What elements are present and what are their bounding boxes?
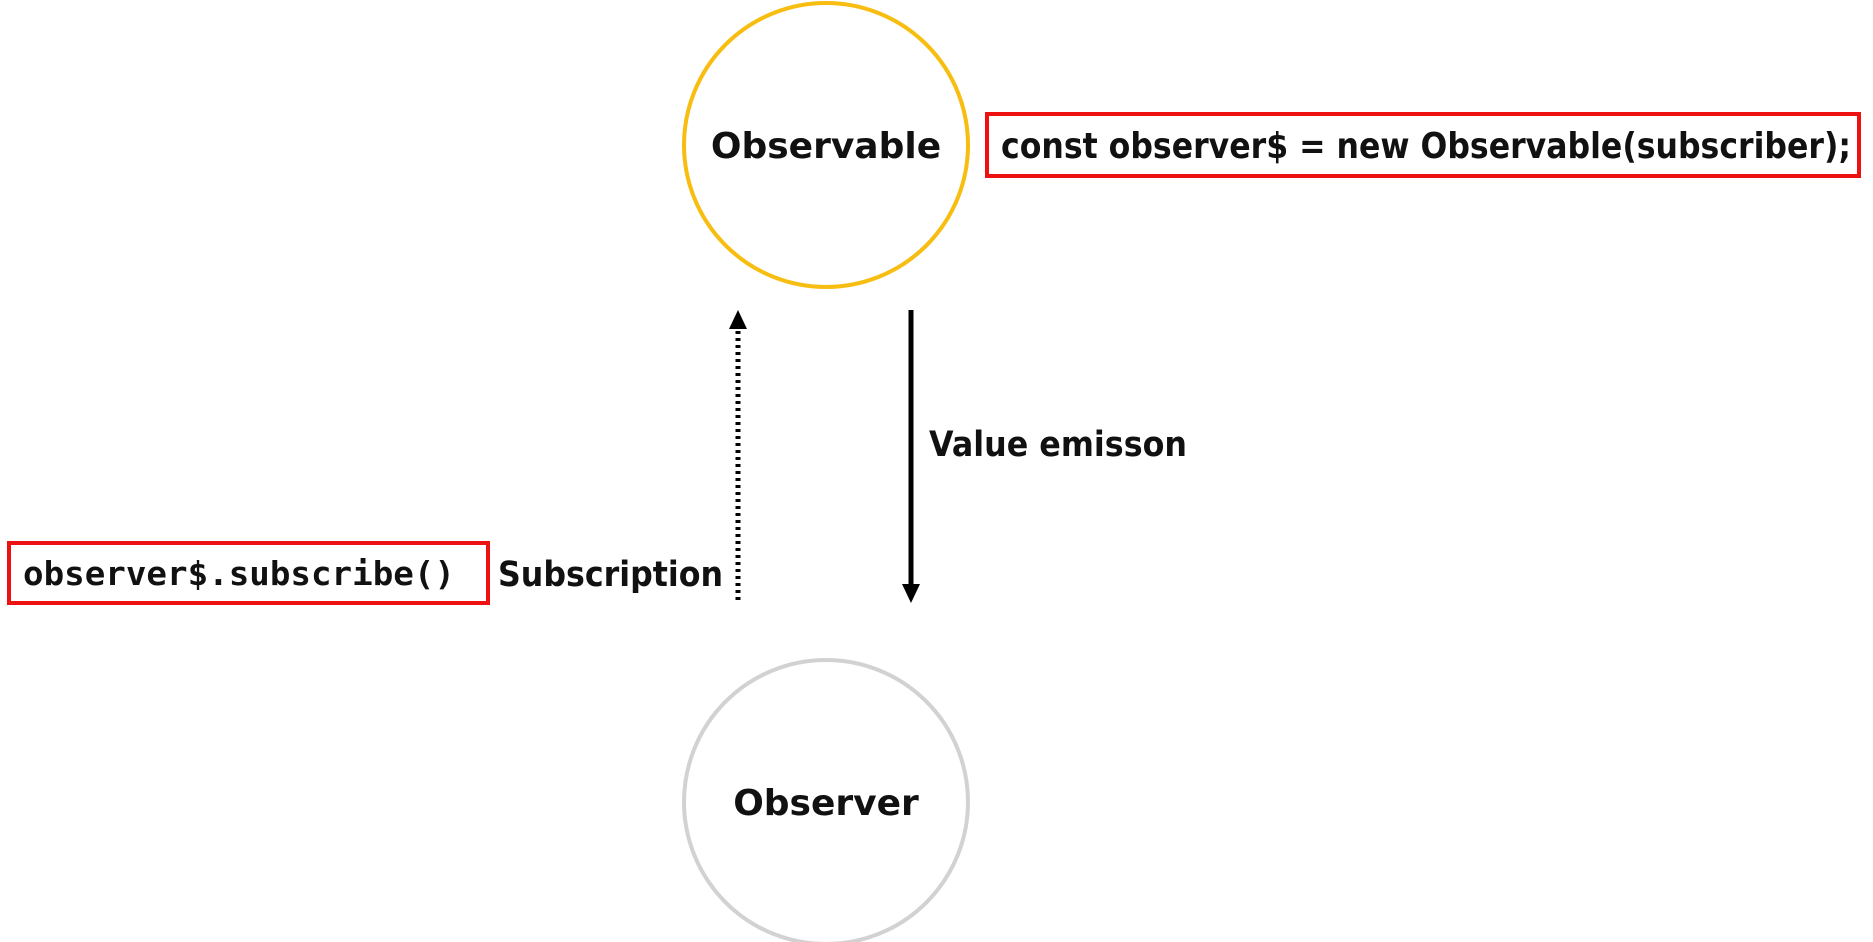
subscribe-highlight [7, 541, 490, 605]
observable-label: Observable [711, 126, 941, 167]
subscribe-code: observer$.subscribe() [23, 554, 455, 593]
observable-circle [682, 1, 970, 289]
constructor-code: const observer$ = new Observable(subscri… [1001, 126, 1851, 167]
observable-node: Observable [682, 1, 970, 289]
constructor-code-box: const observer$ = new Observable(subscri… [985, 112, 1861, 178]
observer-circle [682, 658, 970, 942]
emission-edge: Value emisson [902, 310, 1187, 603]
subscription-label: Subscription [498, 555, 723, 595]
subscription-arrowhead [729, 310, 747, 329]
subscription-edge: Subscription [498, 310, 747, 600]
observer-label: Observer [733, 783, 919, 824]
constructor-highlight [985, 112, 1861, 178]
emission-arrowhead [902, 584, 920, 603]
observer-node: Observer [682, 658, 970, 942]
subscribe-code-box: observer$.subscribe() [7, 541, 490, 605]
emission-label: Value emisson [929, 425, 1187, 465]
